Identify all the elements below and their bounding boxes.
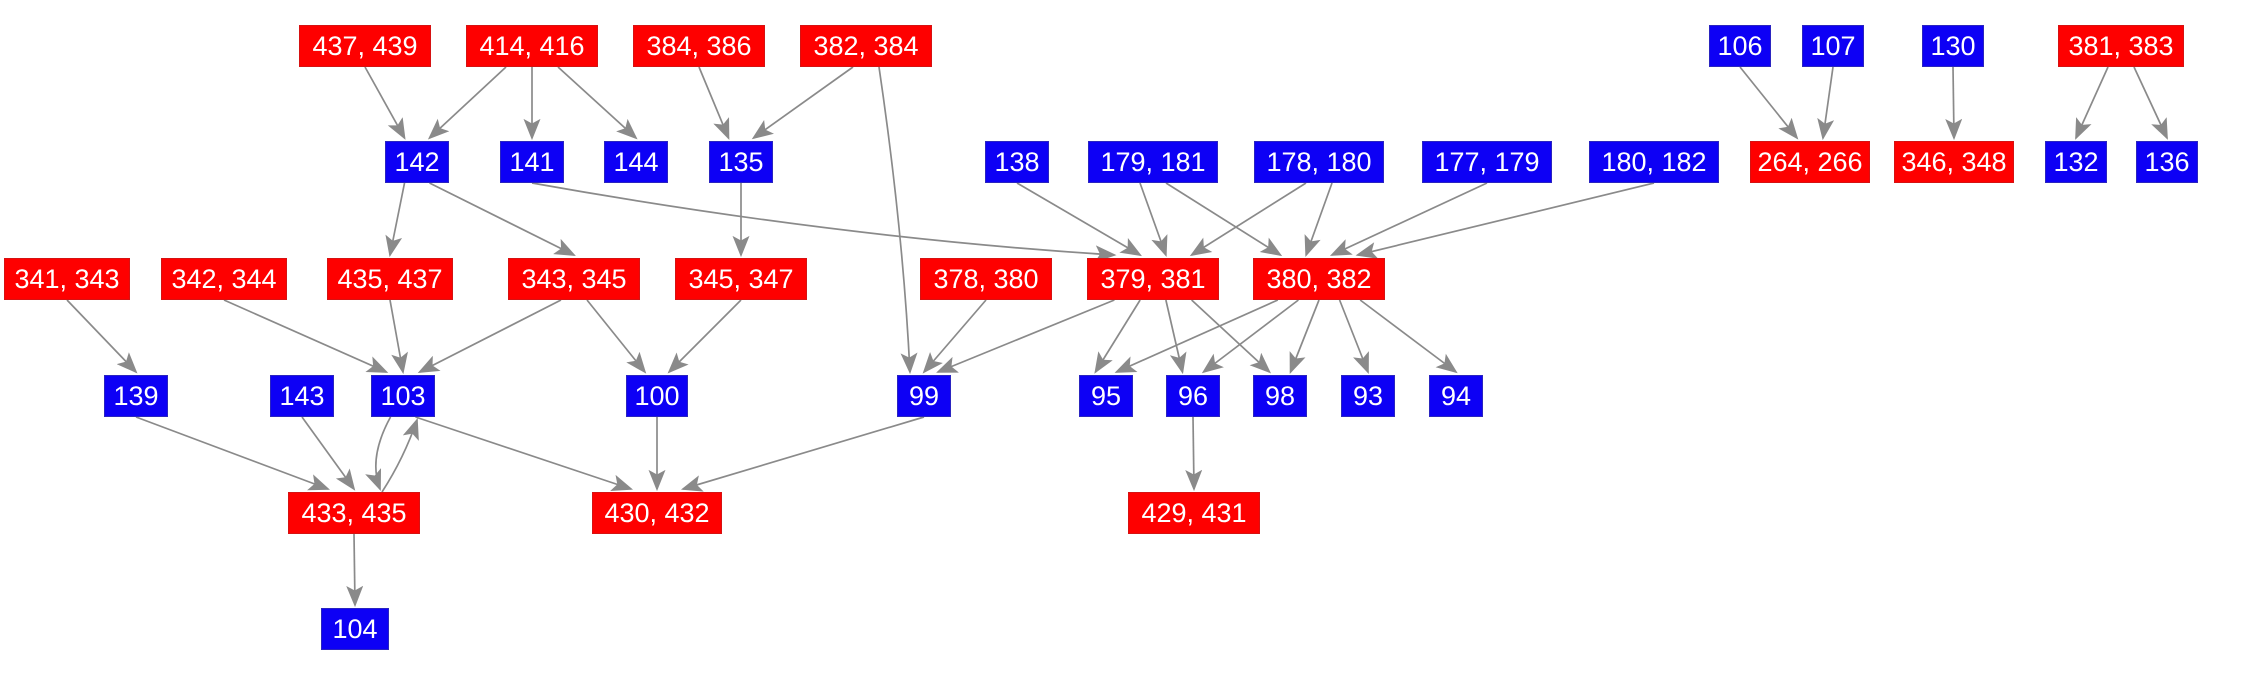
edge-379,381-to-99 (936, 299, 1115, 373)
edge-343,345-to-103 (417, 299, 562, 373)
edge-178,180-to-379,381 (1189, 182, 1307, 257)
node-341,343: 341, 343 (4, 258, 130, 300)
node-180,182: 180, 182 (1589, 141, 1719, 183)
edge-380,382-to-94 (1359, 299, 1458, 374)
node-343,345: 343, 345 (508, 258, 640, 300)
edge-345,347-to-100 (667, 299, 742, 374)
node-107: 107 (1802, 25, 1864, 67)
node-379,381: 379, 381 (1087, 258, 1219, 300)
edge-341,343-to-139 (66, 299, 138, 374)
edge-106-to-264,266 (1739, 66, 1799, 140)
edge-382,384-to-99 (878, 66, 918, 375)
edge-138-to-379,381 (1016, 182, 1142, 257)
edge-381,383-to-132 (2075, 66, 2109, 140)
edge-384,386-to-135 (698, 66, 730, 140)
edge-142-to-343,345 (429, 182, 576, 256)
edge-103-to-433,435 (365, 416, 392, 491)
edge-342,344-to-103 (223, 299, 389, 373)
node-435,437: 435, 437 (327, 258, 453, 300)
edge-179,181-to-380,382 (1165, 182, 1283, 257)
node-177,179: 177, 179 (1422, 141, 1552, 183)
edge-178,180-to-380,382 (1304, 182, 1333, 257)
edge-414,416-to-144 (557, 66, 638, 140)
edge-414,416-to-142 (427, 66, 507, 140)
edge-141-to-379,381 (531, 182, 1117, 263)
node-143: 143 (270, 375, 334, 417)
edge-379,381-to-98 (1191, 299, 1272, 374)
node-264,266: 264, 266 (1750, 141, 1870, 183)
edge-435,437-to-103 (389, 299, 408, 375)
node-103: 103 (371, 375, 435, 417)
edge-380,382-to-98 (1289, 299, 1320, 374)
edge-380,382-to-93 (1338, 299, 1369, 374)
node-433,435: 433, 435 (288, 492, 420, 534)
edge-437,439-to-142 (364, 66, 406, 140)
node-94: 94 (1429, 375, 1483, 417)
edge-379,381-to-96 (1165, 299, 1187, 375)
edge-130-to-346,348 (1945, 66, 1963, 141)
edge-107-to-264,266 (1817, 66, 1835, 141)
edge-139-to-433,435 (135, 416, 330, 491)
node-384,386: 384, 386 (633, 25, 765, 67)
node-135: 135 (709, 141, 773, 183)
edge-180,182-to-380,382 (1355, 182, 1655, 259)
edge-343,345-to-100 (586, 299, 647, 374)
node-96: 96 (1166, 375, 1220, 417)
edge-379,381-to-95 (1094, 299, 1141, 374)
edge-96-to-429,431 (1185, 416, 1203, 492)
edge-433,435-to-104 (346, 533, 364, 608)
node-346,348: 346, 348 (1894, 141, 2014, 183)
node-100: 100 (626, 375, 688, 417)
edge-380,382-to-96 (1201, 299, 1299, 374)
edge-177,179-to-380,382 (1329, 182, 1488, 256)
edge-433,435-to-103 (381, 417, 419, 493)
node-138: 138 (985, 141, 1049, 183)
node-381,383: 381, 383 (2058, 25, 2184, 67)
node-93: 93 (1341, 375, 1395, 417)
edge-380,382-to-95 (1114, 299, 1279, 373)
node-132: 132 (2045, 141, 2107, 183)
node-141: 141 (500, 141, 564, 183)
node-139: 139 (104, 375, 168, 417)
edge-143-to-433,435 (301, 416, 356, 491)
edge-142-to-435,437 (385, 182, 406, 258)
node-179,181: 179, 181 (1088, 141, 1218, 183)
edge-381,383-to-136 (2133, 66, 2168, 140)
node-430,432: 430, 432 (592, 492, 722, 534)
node-178,180: 178, 180 (1254, 141, 1384, 183)
node-130: 130 (1922, 25, 1984, 67)
node-429,431: 429, 431 (1128, 492, 1260, 534)
node-142: 142 (385, 141, 449, 183)
node-378,380: 378, 380 (920, 258, 1052, 300)
node-136: 136 (2136, 141, 2198, 183)
node-99: 99 (897, 375, 951, 417)
node-144: 144 (604, 141, 668, 183)
node-106: 106 (1709, 25, 1771, 67)
node-342,344: 342, 344 (161, 258, 287, 300)
node-104: 104 (321, 608, 389, 650)
node-437,439: 437, 439 (299, 25, 431, 67)
node-345,347: 345, 347 (675, 258, 807, 300)
node-380,382: 380, 382 (1253, 258, 1385, 300)
node-382,384: 382, 384 (800, 25, 932, 67)
edge-179,181-to-379,381 (1139, 182, 1168, 257)
edge-99-to-430,432 (680, 416, 925, 492)
edge-378,380-to-99 (922, 299, 987, 374)
node-414,416: 414, 416 (466, 25, 598, 67)
edge-103-to-430,432 (415, 416, 634, 492)
node-95: 95 (1079, 375, 1133, 417)
edge-382,384-to-135 (751, 66, 854, 140)
node-98: 98 (1253, 375, 1307, 417)
